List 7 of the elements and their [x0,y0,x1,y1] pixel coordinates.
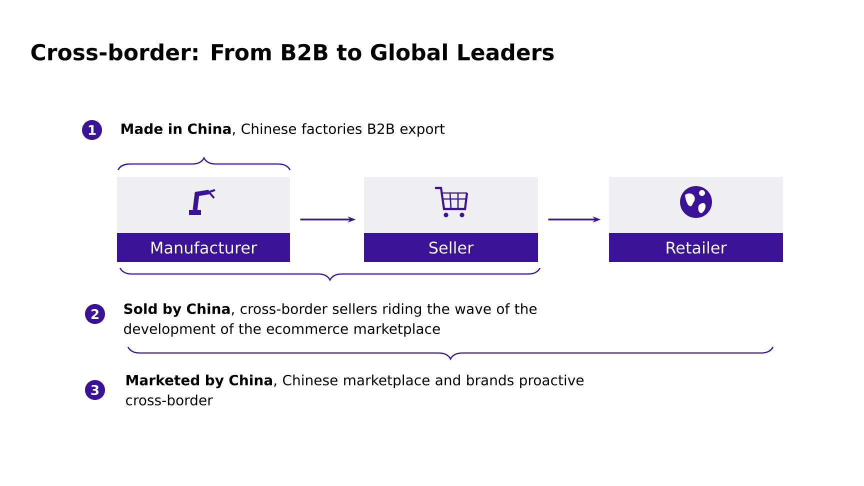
process-box: Manufacturer [117,177,290,262]
title: Cross-border: From B2B to Global Leaders [31,44,554,61]
process-box: Retailer [609,177,783,262]
description: Marketed by China, Chinese marketplace and brands proactive cross-border [126,374,584,406]
description: Made in China, Chinese factories B2B export [122,123,445,137]
process-box: Seller [364,177,538,262]
description: Sold by China, cross-border sellers riding the wave of the development of the ecommerce marketplace [124,303,537,337]
